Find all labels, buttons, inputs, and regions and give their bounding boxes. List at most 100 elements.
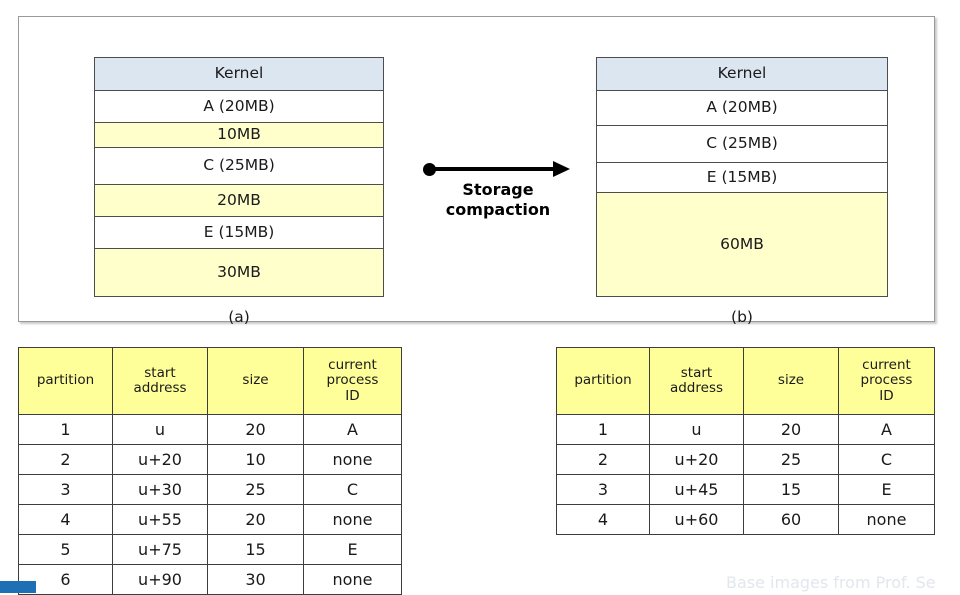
footer-accent-bar [0, 581, 36, 593]
cell-start-address: u+45 [649, 474, 744, 505]
cell-process-id: C [303, 474, 402, 505]
header-process-id-line2: process [326, 372, 379, 389]
cell-size: 20 [743, 414, 839, 445]
memory-before-block-hole: 20MB [95, 185, 383, 217]
header-size: size [207, 347, 304, 415]
header-start-address-line2: address [669, 380, 724, 396]
memory-after-block-label: C (25MB) [706, 134, 778, 153]
compaction-arrow [423, 160, 573, 178]
header-process-id-line3: ID [345, 387, 360, 404]
cell-size: 25 [207, 474, 304, 505]
cell-process-id: E [838, 474, 935, 505]
cell-process-id: none [303, 564, 402, 595]
memory-before-block-hole: 30MB [95, 249, 383, 296]
cell-process-id: A [303, 414, 402, 445]
cell-size: 10 [207, 444, 304, 475]
cell-start-address: u+55 [112, 504, 208, 535]
table-header-row: partition start address size current pro… [18, 347, 402, 415]
partition-table-after: partition start address size current pro… [556, 347, 935, 535]
header-start-address-line1: start [680, 364, 713, 381]
memory-before-block-label: 30MB [217, 262, 261, 281]
cell-size: 20 [207, 504, 304, 535]
memory-before-block-process: A (20MB) [95, 91, 383, 123]
memory-before-block-label: Kernel [214, 64, 264, 83]
header-process-id-line2: process [860, 372, 913, 389]
cell-partition: 3 [556, 474, 650, 505]
header-process-id: current process ID [303, 347, 402, 415]
cell-process-id: A [838, 414, 935, 445]
memory-after-block-kernel: Kernel [597, 58, 887, 91]
header-process-id-line1: current [328, 357, 377, 374]
memory-after-block-process: A (20MB) [597, 91, 887, 126]
header-size: size [743, 347, 839, 415]
memory-before-block-label: 10MB [217, 125, 261, 144]
header-start-address-line1: start [144, 364, 176, 381]
memory-after-block-process: C (25MB) [597, 126, 887, 163]
figure-caption-a: (a) [228, 308, 250, 326]
cell-start-address: u [649, 414, 744, 445]
cell-start-address: u+60 [649, 504, 744, 535]
memory-before-block-label: A (20MB) [203, 96, 275, 115]
figure-caption-b: (b) [731, 308, 753, 326]
table-header-row: partition start address size current pro… [556, 347, 935, 415]
header-start-address: start address [112, 347, 208, 415]
compaction-arrow-label: Storage compaction [415, 180, 581, 221]
memory-before-block-label: E (15MB) [203, 222, 275, 241]
header-process-id: current process ID [838, 347, 935, 415]
memory-after-block-process: E (15MB) [597, 163, 887, 193]
footer-credit-text: Base images from Prof. Se [726, 573, 936, 592]
memory-after-block-label: A (20MB) [706, 98, 778, 117]
cell-start-address: u [112, 414, 208, 445]
cell-size: 30 [207, 564, 304, 595]
cell-partition: 1 [556, 414, 650, 445]
cell-size: 20 [207, 414, 304, 445]
cell-partition: 2 [556, 444, 650, 475]
header-partition: partition [556, 347, 650, 415]
header-process-id-line3: ID [879, 387, 894, 404]
cell-size: 15 [743, 474, 839, 505]
cell-partition: 2 [18, 444, 113, 475]
arrow-line-icon [433, 167, 559, 171]
arrow-start-dot-icon [423, 163, 436, 176]
figure-panel: Kernel A (20MB) 10MB C (25MB) 20MB E (15MB) 30… [18, 16, 935, 326]
header-start-address-line2: address [133, 380, 187, 396]
memory-after-block-label: Kernel [717, 64, 767, 83]
cell-size: 25 [743, 444, 839, 475]
partition-table-before: partition start address size current pro… [18, 347, 402, 595]
cell-start-address: u+75 [112, 534, 208, 565]
cell-process-id: E [303, 534, 402, 565]
cell-process-id: none [303, 444, 402, 475]
cell-size: 60 [743, 504, 839, 535]
compaction-label-line2: compaction [445, 200, 551, 220]
cell-process-id: C [838, 444, 935, 475]
cell-partition: 5 [18, 534, 113, 565]
cell-start-address: u+90 [112, 564, 208, 595]
cell-size: 15 [207, 534, 304, 565]
memory-after-block-label: 60MB [720, 234, 764, 253]
cell-start-address: u+30 [112, 474, 208, 505]
cell-partition: 1 [18, 414, 113, 445]
memory-before-block-process: E (15MB) [95, 217, 383, 249]
arrow-head-icon [553, 161, 570, 177]
cell-process-id: none [303, 504, 402, 535]
cell-process-id: none [838, 504, 935, 535]
memory-before-block-kernel: Kernel [95, 58, 383, 91]
cell-partition: 4 [18, 504, 113, 535]
memory-before-block-hole: 10MB [95, 123, 383, 148]
cell-partition: 3 [18, 474, 113, 505]
header-partition: partition [18, 347, 113, 415]
memory-diagram-after: Kernel A (20MB) C (25MB) E (15MB) 60MB [596, 57, 888, 297]
cell-start-address: u+20 [649, 444, 744, 475]
memory-before-block-label: 20MB [217, 190, 261, 209]
